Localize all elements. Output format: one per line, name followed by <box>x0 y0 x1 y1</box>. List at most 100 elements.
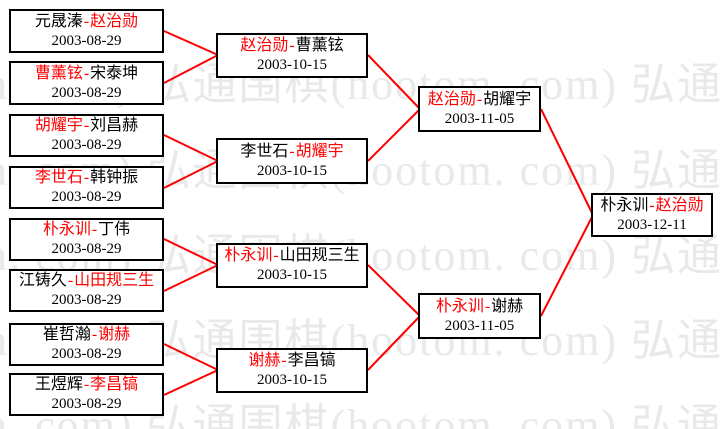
connector-line <box>540 108 594 216</box>
vs-dash: - <box>83 376 90 394</box>
vs-dash: - <box>289 142 295 160</box>
match-date: 2003-10-15 <box>257 57 327 74</box>
match-players: 朴永训-山田规三生 <box>224 246 359 266</box>
vs-dash: - <box>649 196 655 214</box>
connector-line <box>367 54 421 110</box>
player1-name: 李世石 <box>34 169 83 187</box>
connector-line <box>163 264 219 292</box>
match-date: 2003-10-15 <box>257 267 327 284</box>
player1-name: 江铸久 <box>18 272 67 290</box>
match-box-r1-1: 元晟溱-赵治勋 2003-08-29 <box>9 9 164 53</box>
match-box-r1-7: 崔哲瀚-谢赫 2003-08-29 <box>9 323 164 366</box>
match-date: 2003-08-29 <box>51 292 122 309</box>
match-players: 江铸久-山田规三生 <box>19 271 154 291</box>
connector-line <box>163 134 219 162</box>
match-date: 2003-08-29 <box>51 189 122 206</box>
match-players: 曹薰铉-宋泰坤 <box>35 64 138 84</box>
player1-name: 王煜辉 <box>34 376 83 394</box>
match-players: 朴永训-丁伟 <box>43 220 130 240</box>
match-players: 朴永训-谢赫 <box>436 297 523 317</box>
player2-name: 赵治勋 <box>90 12 139 30</box>
match-players: 王煜辉-李昌镐 <box>35 375 138 395</box>
match-players: 李世石-韩钟振 <box>35 168 138 188</box>
match-players: 元晟溱-赵治勋 <box>35 12 138 32</box>
match-box-r1-8: 王煜辉-李昌镐 2003-08-29 <box>9 373 164 416</box>
connector-line <box>163 30 219 56</box>
player2-name: 李昌镐 <box>287 352 336 370</box>
connector-line <box>163 54 219 84</box>
match-date: 2003-08-29 <box>51 396 122 413</box>
player1-name: 胡耀宇 <box>34 117 83 135</box>
match-date: 2003-12-11 <box>617 216 687 233</box>
vs-dash: - <box>91 326 98 344</box>
match-box-r1-2: 曹薰铉-宋泰坤 2003-08-29 <box>9 61 164 105</box>
connector-line <box>367 108 421 162</box>
player2-name: 李昌镐 <box>90 376 139 394</box>
player2-name: 山田规三生 <box>279 247 360 265</box>
player2-name: 赵治勋 <box>655 196 704 214</box>
vs-dash: - <box>476 90 483 108</box>
match-date: 2003-08-29 <box>51 346 122 363</box>
match-box-r1-3: 胡耀宇-刘昌赫 2003-08-29 <box>9 114 164 157</box>
match-box-r2-4: 谢赫-李昌镐 2003-10-15 <box>216 348 368 393</box>
vs-dash: - <box>484 297 491 315</box>
match-box-r2-2: 李世石-胡耀宇 2003-10-15 <box>216 138 368 184</box>
match-date: 2003-08-29 <box>51 32 122 49</box>
player2-name: 韩钟振 <box>90 169 139 187</box>
match-box-r2-1: 赵治勋-曹薰铉 2003-10-15 <box>216 33 368 78</box>
connector-line <box>163 238 219 266</box>
connector-line <box>540 214 594 317</box>
match-box-r3-2: 朴永训-谢赫 2003-11-05 <box>418 293 541 339</box>
player2-name: 胡耀宇 <box>483 90 532 108</box>
vs-dash: - <box>83 169 90 187</box>
player2-name: 谢赫 <box>491 297 524 315</box>
match-players: 朴永训-赵治勋 <box>600 196 703 216</box>
match-date: 2003-11-05 <box>444 317 515 334</box>
player1-name: 李世石 <box>240 142 289 160</box>
match-date: 2003-08-29 <box>51 84 122 101</box>
match-players: 赵治勋-曹薰铉 <box>240 36 343 56</box>
match-box-r1-5: 朴永训-丁伟 2003-08-29 <box>9 218 164 261</box>
connector-line <box>367 315 421 371</box>
player1-name: 谢赫 <box>248 352 281 370</box>
match-date: 2003-11-05 <box>444 110 515 127</box>
match-players: 赵治勋-胡耀宇 <box>428 90 531 110</box>
match-box-final: 朴永训-赵治勋 2003-12-11 <box>591 193 713 237</box>
player2-name: 谢赫 <box>98 326 131 344</box>
vs-dash: - <box>281 352 287 370</box>
vs-dash: - <box>67 272 74 290</box>
match-box-r1-6: 江铸久-山田规三生 2003-08-29 <box>9 269 164 312</box>
connector-line <box>163 369 219 396</box>
player1-name: 朴永训 <box>435 297 484 315</box>
connector-line <box>163 343 219 371</box>
player1-name: 朴永训 <box>42 221 91 239</box>
vs-dash: - <box>91 221 98 239</box>
match-date: 2003-08-29 <box>51 137 122 154</box>
player1-name: 赵治勋 <box>427 90 476 108</box>
player2-name: 刘昌赫 <box>90 117 139 135</box>
match-date: 2003-10-15 <box>257 372 327 389</box>
player2-name: 丁伟 <box>98 221 131 239</box>
vs-dash: - <box>83 64 90 82</box>
connector-line <box>163 160 219 189</box>
vs-dash: - <box>83 117 90 135</box>
player2-name: 宋泰坤 <box>90 64 139 82</box>
match-players: 李世石-胡耀宇 <box>240 142 343 162</box>
match-box-r2-3: 朴永训-山田规三生 2003-10-15 <box>216 243 368 288</box>
match-date: 2003-10-15 <box>257 162 327 179</box>
player2-name: 山田规三生 <box>74 272 155 290</box>
match-box-r3-1: 赵治勋-胡耀宇 2003-11-05 <box>418 86 541 132</box>
match-players: 胡耀宇-刘昌赫 <box>35 116 138 136</box>
player1-name: 朴永训 <box>224 247 273 265</box>
player1-name: 朴永训 <box>600 196 649 214</box>
match-date: 2003-08-29 <box>51 241 122 258</box>
match-players: 谢赫-李昌镐 <box>248 351 335 371</box>
player2-name: 胡耀宇 <box>295 142 344 160</box>
vs-dash: - <box>289 37 295 55</box>
player1-name: 曹薰铉 <box>34 64 83 82</box>
player1-name: 崔哲瀚 <box>42 326 91 344</box>
player1-name: 元晟溱 <box>34 12 83 30</box>
player2-name: 曹薰铉 <box>295 37 344 55</box>
